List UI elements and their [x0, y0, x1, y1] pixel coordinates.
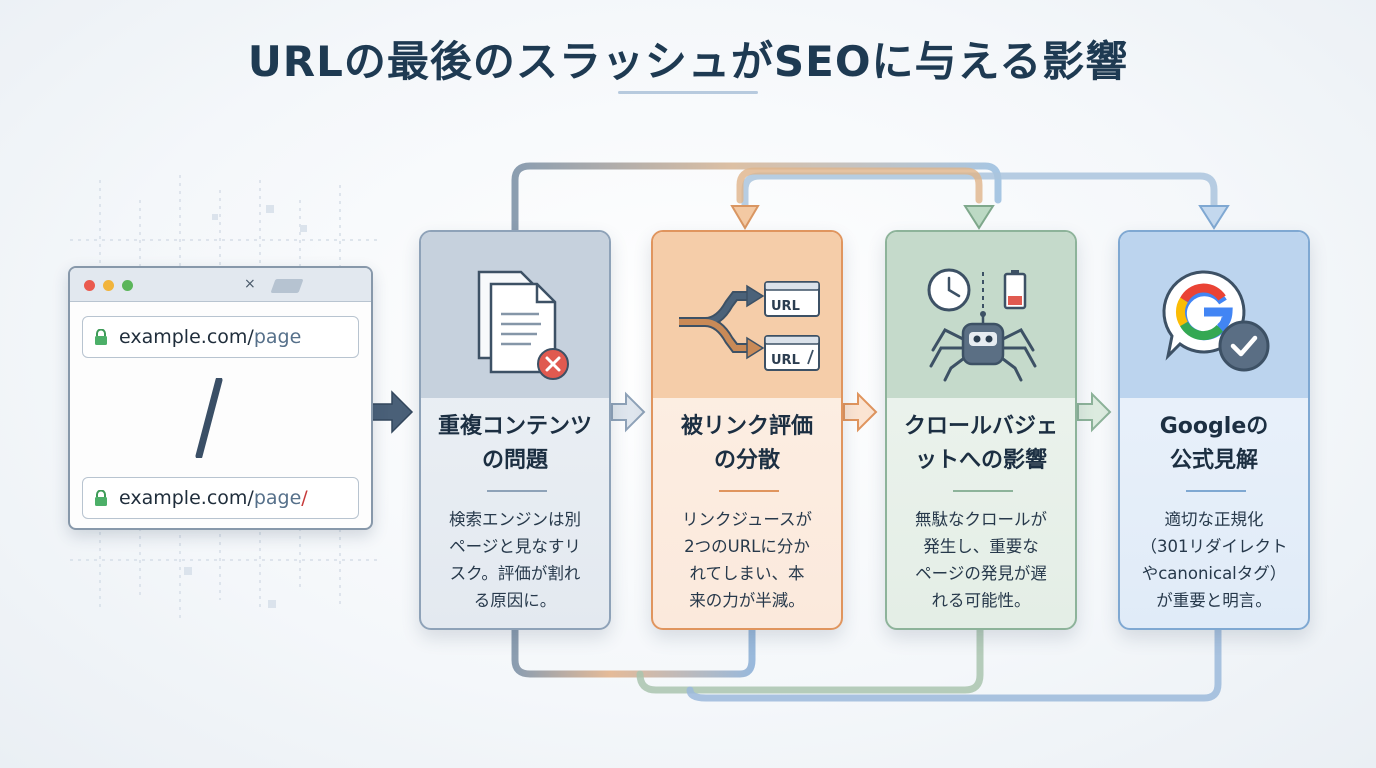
browser-titlebar: ×	[70, 268, 371, 302]
card-separator	[953, 490, 1013, 492]
card-body: 重複コンテンツ の問題 検索エンジンは別 ページと見なすリ スク。評価が割れ る…	[421, 398, 609, 628]
card-body: クロールバジェ ットへの影響 無駄なクロールが 発生し、重要な ページの発見が遅…	[887, 398, 1075, 628]
url-path: page	[253, 487, 302, 509]
card-description: 無駄なクロールが 発生し、重要な ページの発見が遅 れる可能性。	[915, 510, 1047, 610]
lock-icon	[95, 329, 107, 345]
browser-window: × example.com/page example.com/page/	[68, 266, 373, 530]
card-separator	[719, 490, 779, 492]
url-label: URL	[771, 299, 800, 314]
url-bar-with-slash[interactable]: example.com/page/	[82, 477, 359, 519]
card-separator	[487, 490, 547, 492]
duplicate-document-icon	[477, 270, 569, 380]
crawler-spider-icon	[927, 268, 1037, 382]
trailing-slash-icon	[195, 378, 223, 458]
card-separator	[1186, 490, 1246, 492]
card-title: Googleの 公式見解	[1159, 414, 1269, 473]
check-circle-icon	[1218, 320, 1270, 372]
lock-icon	[95, 490, 107, 506]
url-bar-without-slash[interactable]: example.com/page	[82, 316, 359, 358]
url-path: page	[253, 326, 302, 348]
card-link-equity-split: URL URL 被リンク評価 の分散 リンクジュースが 2つのURLに分か れて…	[651, 230, 843, 630]
window-close-dot[interactable]	[84, 280, 95, 291]
card-crawl-budget: クロールバジェ ットへの影響 無駄なクロールが 発生し、重要な ページの発見が遅…	[885, 230, 1077, 630]
card-body: 被リンク評価 の分散 リンクジュースが 2つのURLに分か れてしまい、本 来の…	[653, 398, 841, 628]
tab-close-icon[interactable]: ×	[244, 276, 256, 292]
url-trailing-slash: /	[301, 487, 308, 509]
card-icon-area	[1120, 232, 1308, 398]
url-host: example.com/	[119, 487, 254, 509]
card-icon-area: URL URL	[653, 232, 841, 398]
google-check-icon	[1162, 270, 1270, 372]
url-label: URL	[771, 353, 800, 368]
link-split-icon: URL URL	[679, 281, 820, 371]
url-host: example.com/	[119, 326, 254, 348]
new-tab-icon[interactable]	[270, 279, 304, 293]
card-title: 重複コンテンツ の問題	[437, 414, 592, 473]
card-title: 被リンク評価 の分散	[680, 414, 813, 473]
card-google-official-view: Googleの 公式見解 適切な正規化 （301リダイレクト やcanonica…	[1118, 230, 1310, 630]
window-maximize-dot[interactable]	[122, 280, 133, 291]
card-description: 適切な正規化 （301リダイレクト やcanonicalタグ） が重要と明言。	[1140, 510, 1288, 610]
card-icon-area	[421, 232, 609, 398]
title-underline	[618, 91, 758, 94]
card-description: 検索エンジンは別 ページと見なすリ スク。評価が割れ る原因に。	[449, 510, 581, 610]
card-duplicate-content: 重複コンテンツ の問題 検索エンジンは別 ページと見なすリ スク。評価が割れ る…	[419, 230, 611, 630]
window-minimize-dot[interactable]	[103, 280, 114, 291]
page-title: URLの最後のスラッシュがSEOに与える影響	[247, 37, 1129, 86]
card-title: クロールバジェ ットへの影響	[903, 414, 1058, 473]
card-description: リンクジュースが 2つのURLに分か れてしまい、本 来の力が半減。	[681, 510, 813, 610]
card-body: Googleの 公式見解 適切な正規化 （301リダイレクト やcanonica…	[1120, 398, 1308, 628]
card-icon-area	[887, 232, 1075, 398]
